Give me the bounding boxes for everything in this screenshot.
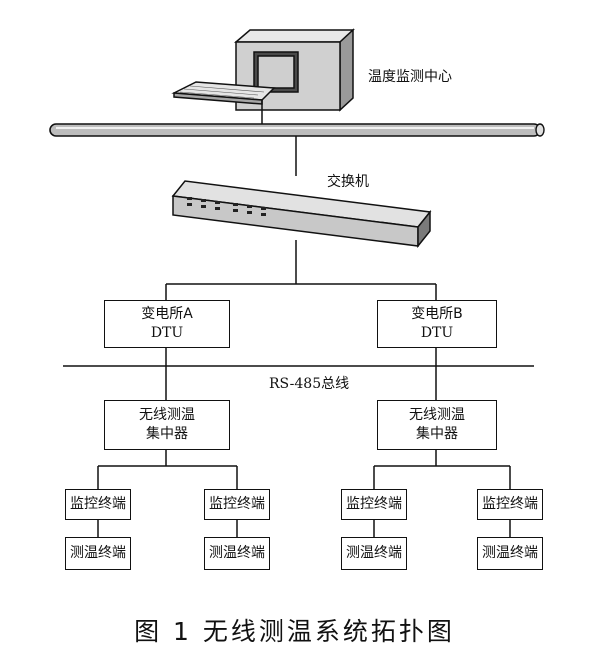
concentrator-right-line2: 集中器 (416, 426, 458, 442)
monitor-terminal-4: 监控终端 (477, 489, 543, 520)
substation-b-box: 变电所B DTU (377, 300, 497, 348)
monitor-terminal-3: 监控终端 (341, 489, 407, 520)
measure-terminal-3: 测温终端 (341, 537, 407, 570)
substation-to-concentrator-links (165, 348, 437, 400)
concentrator-left-box: 无线测温 集中器 (104, 400, 230, 450)
rs485-bus-label: RS-485总线 (269, 376, 350, 392)
concentrator-right-line1: 无线测温 (409, 407, 465, 423)
substation-b-name: 变电所B (411, 306, 463, 322)
monitor-terminal-label: 监控终端 (482, 496, 538, 512)
figure-caption: 图 1 无线测温系统拓扑图 (134, 617, 455, 646)
measure-terminal-label: 测温终端 (482, 545, 538, 561)
monitor-terminal-1: 监控终端 (65, 489, 131, 520)
measure-terminal-4: 测温终端 (477, 537, 543, 570)
substation-a-name: 变电所A (141, 306, 193, 322)
monitor-terminal-label: 监控终端 (70, 496, 126, 512)
monitor-terminal-label: 监控终端 (346, 496, 402, 512)
measure-terminal-label: 测温终端 (209, 545, 265, 561)
concentrator-left-line2: 集中器 (146, 426, 188, 442)
right-terminal-links (373, 450, 511, 537)
computer-icon (171, 28, 355, 126)
network-bus (49, 123, 545, 137)
monitor-center-label: 温度监测中心 (368, 69, 452, 85)
switch-label: 交换机 (327, 174, 369, 190)
monitor-terminal-label: 监控终端 (209, 496, 265, 512)
switch-to-substation-links (165, 240, 437, 300)
left-terminal-links (97, 450, 238, 537)
switch-icon (171, 180, 432, 249)
monitor-terminal-2: 监控终端 (204, 489, 270, 520)
concentrator-right-box: 无线测温 集中器 (377, 400, 497, 450)
measure-terminal-label: 测温终端 (346, 545, 402, 561)
measure-terminal-label: 测温终端 (70, 545, 126, 561)
measure-terminal-2: 测温终端 (204, 537, 270, 570)
measure-terminal-1: 测温终端 (65, 537, 131, 570)
substation-b-dtu: DTU (420, 325, 454, 341)
substation-a-dtu: DTU (150, 325, 184, 341)
substation-a-box: 变电所A DTU (104, 300, 230, 348)
concentrator-left-line1: 无线测温 (139, 407, 195, 423)
